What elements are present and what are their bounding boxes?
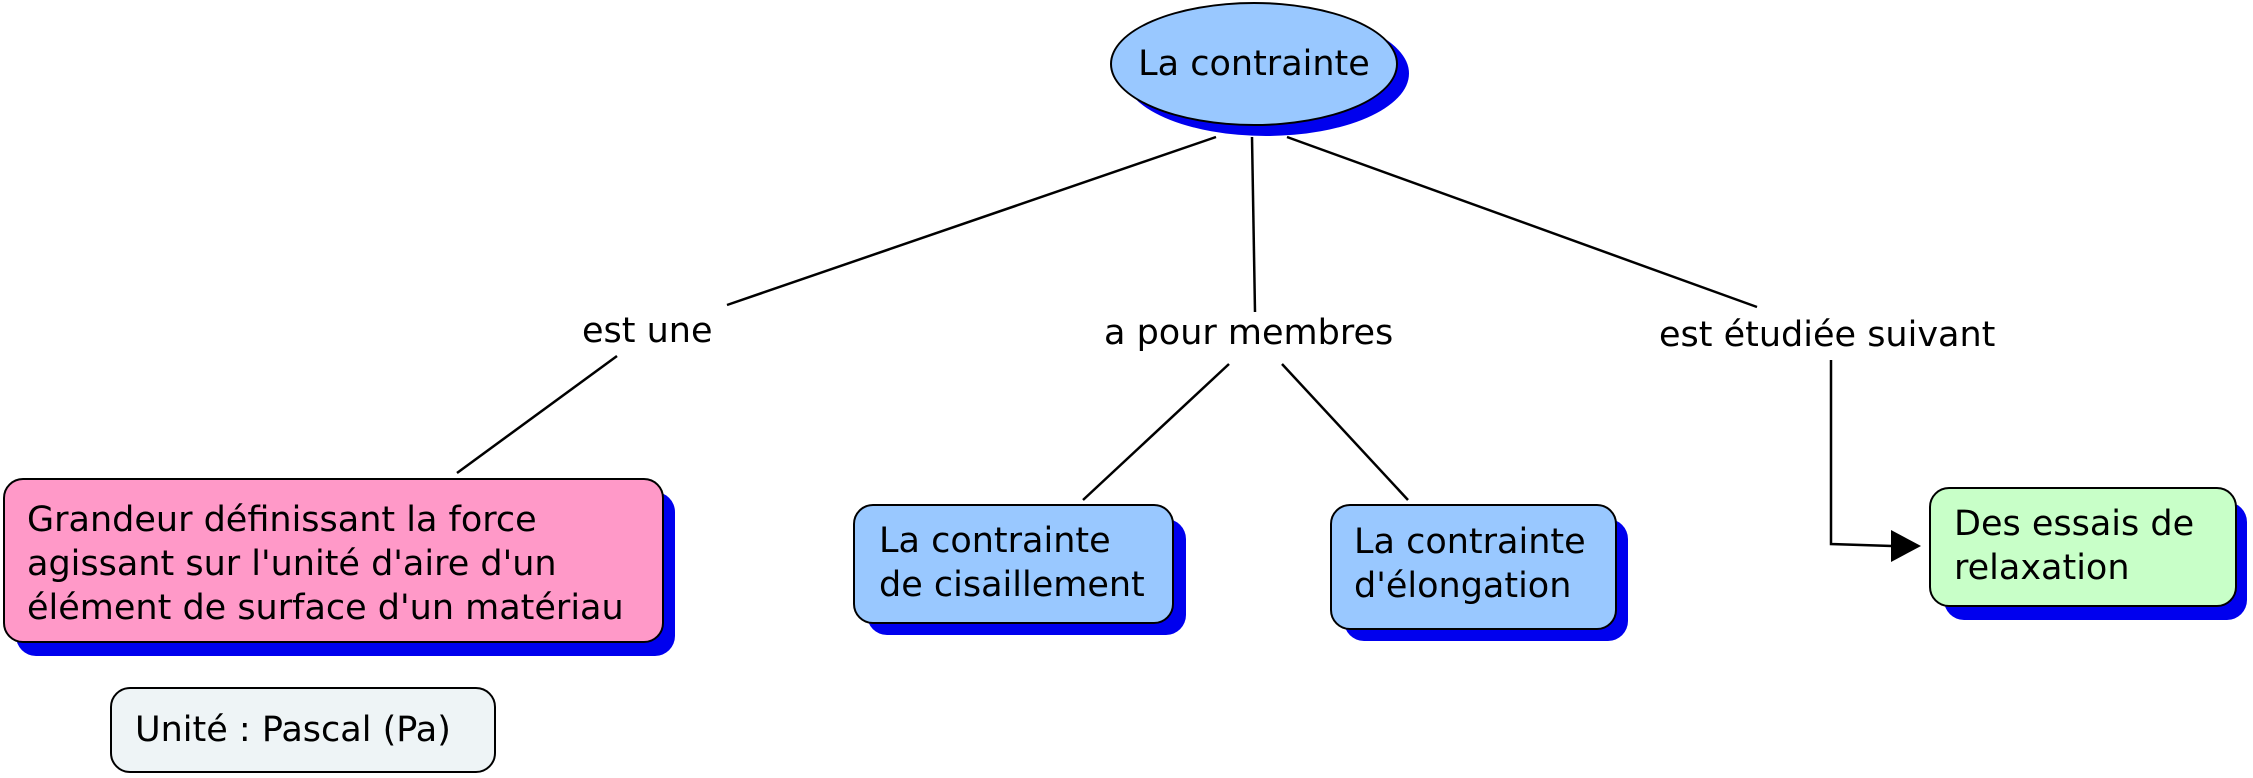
relaxation-concept[interactable]: Des essais de relaxation — [1929, 487, 2237, 607]
arrowhead-icon — [1891, 530, 1921, 562]
cisaillement-concept[interactable]: La contrainte de cisaillement — [853, 504, 1174, 624]
link-membres-to-elongation — [1281, 363, 1409, 501]
cisaillement-concept-label: La contrainte de cisaillement — [879, 521, 1145, 605]
link-root-to-est-une — [726, 135, 1217, 307]
root-concept[interactable]: La contrainte — [1110, 2, 1398, 126]
link-suivant-to-relaxation — [1829, 360, 1893, 548]
linking-phrase-est-etudiee-suivant: est étudiée suivant — [1659, 315, 1996, 355]
link-membres-to-cisaillement — [1082, 363, 1230, 501]
elongation-concept-label: La contrainte d'élongation — [1354, 522, 1586, 606]
root-concept-label: La contrainte — [1138, 44, 1370, 84]
elongation-concept[interactable]: La contrainte d'élongation — [1330, 504, 1617, 630]
definition-concept[interactable]: Grandeur définissant la force agissant s… — [3, 478, 664, 643]
link-est-une-to-definition — [456, 354, 618, 475]
linking-phrase-a-pour-membres: a pour membres — [1104, 313, 1394, 353]
linking-phrase-est-une: est une — [582, 311, 713, 351]
link-root-to-suivant — [1286, 135, 1758, 309]
link-root-to-membres — [1250, 136, 1257, 313]
relaxation-concept-label: Des essais de relaxation — [1954, 504, 2195, 588]
definition-concept-label: Grandeur définissant la force agissant s… — [27, 500, 624, 628]
unit-concept-label: Unité : Pascal (Pa) — [135, 710, 451, 750]
unit-concept[interactable]: Unité : Pascal (Pa) — [110, 687, 496, 773]
